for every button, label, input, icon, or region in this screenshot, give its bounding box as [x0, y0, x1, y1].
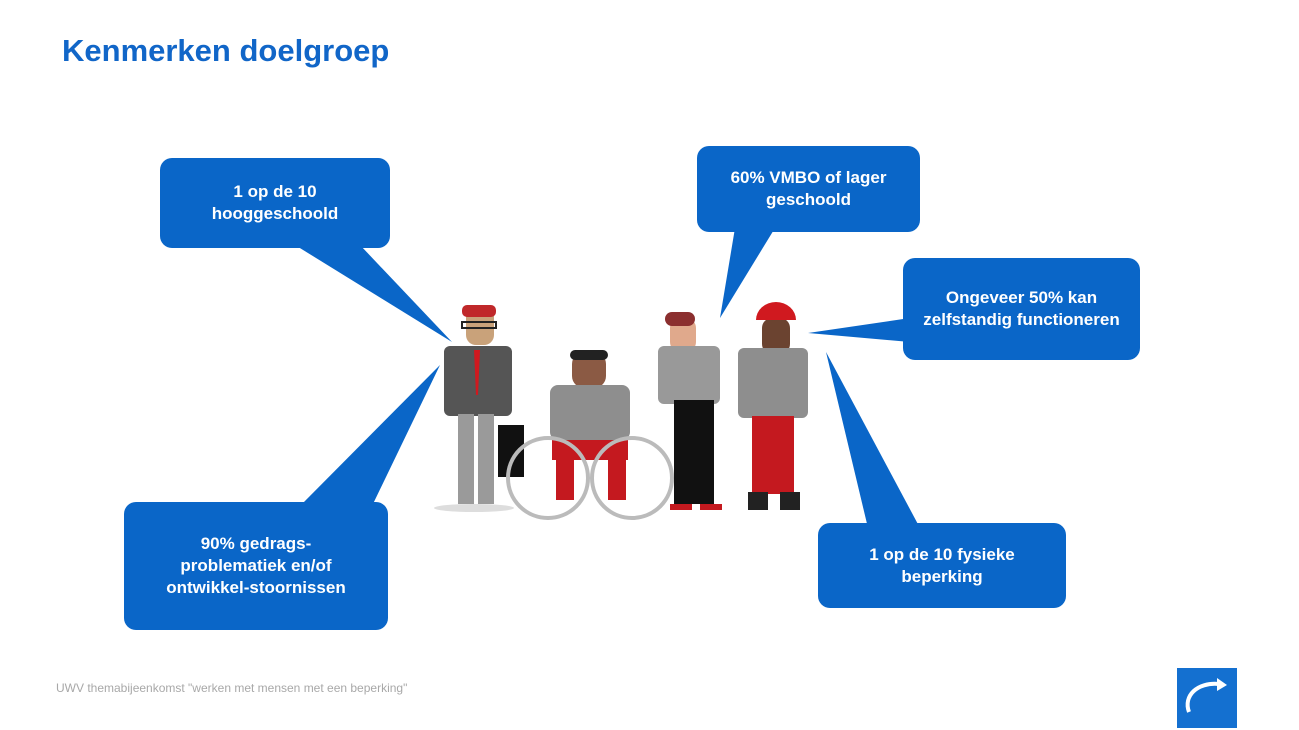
uwv-logo	[1177, 668, 1237, 728]
figure-construction-worker	[738, 302, 808, 510]
bubble-zelfstandig: Ongeveer 50% kan zelfstandig functionere…	[903, 258, 1140, 360]
bubble-gedragsproblematiek: 90% gedrags-problematiek en/of ontwikkel…	[124, 502, 388, 630]
tail-vmbo	[720, 228, 775, 318]
tail-hoog	[295, 245, 452, 342]
figure-businessman	[434, 305, 524, 512]
slide-title: Kenmerken doelgroep	[62, 33, 390, 68]
figure-wheelchair-user	[506, 350, 674, 520]
tail-gedrag	[300, 365, 440, 506]
uwv-swoosh-icon	[1185, 678, 1227, 713]
bubble-tails	[295, 228, 920, 528]
bubble-vmbo: 60% VMBO of lager geschoold	[697, 146, 920, 232]
tail-zelf	[808, 318, 910, 342]
bubble-hooggeschoold: 1 op de 10 hooggeschoold	[160, 158, 390, 248]
tail-fysiek	[826, 352, 920, 528]
footer-text: UWV themabijeenkomst "werken met mensen …	[56, 681, 408, 695]
bubble-fysieke-beperking: 1 op de 10 fysieke beperking	[818, 523, 1066, 608]
figure-woman	[658, 312, 722, 510]
